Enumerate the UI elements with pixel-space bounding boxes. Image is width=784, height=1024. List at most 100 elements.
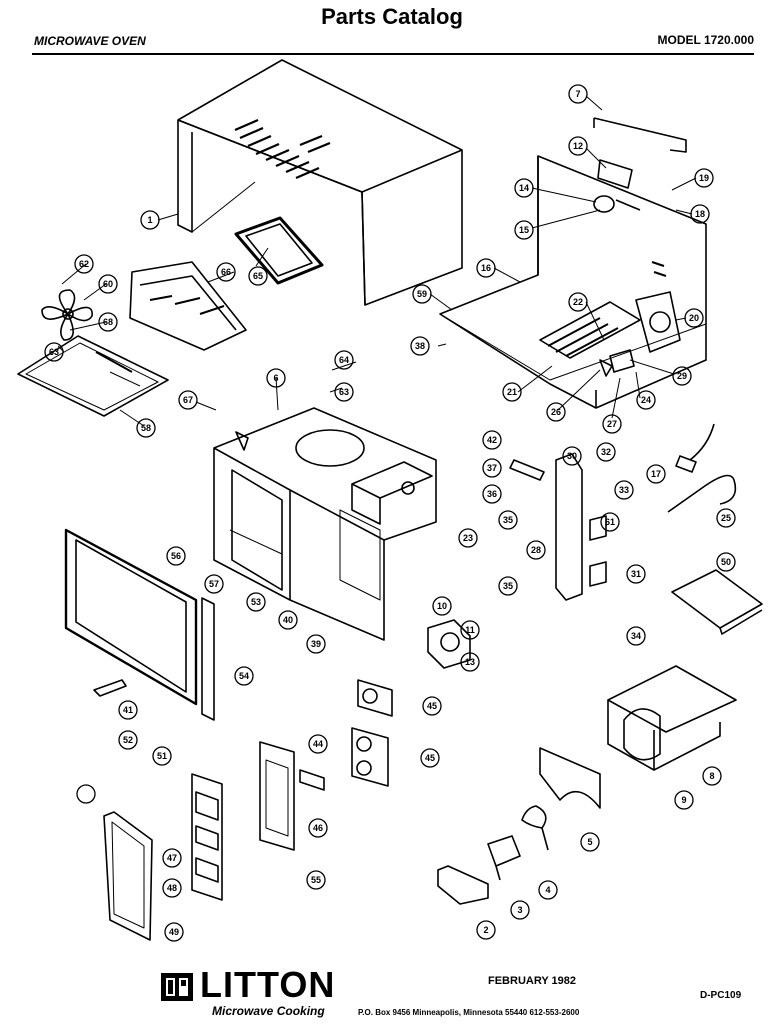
callout-number: 32: [601, 447, 611, 457]
callout-number: 56: [171, 551, 181, 561]
callout-number: 34: [631, 631, 641, 641]
callout-number: 46: [313, 823, 323, 833]
callout-number: 55: [311, 875, 321, 885]
callout-number: 47: [167, 853, 177, 863]
callout-number: 58: [141, 423, 151, 433]
callout-number: 16: [481, 263, 491, 273]
callout-number: 13: [465, 657, 475, 667]
callout-number: 62: [79, 259, 89, 269]
motor-bracket: [437, 865, 489, 905]
callout-number: 45: [425, 753, 435, 763]
oven-cavity: [213, 407, 437, 641]
callout-number: 1: [147, 215, 152, 225]
company-address: P.O. Box 9456 Minneapolis, Minnesota 554…: [358, 1008, 580, 1017]
callout-number: 12: [573, 141, 583, 151]
callout-number: 18: [695, 209, 705, 219]
model-number: MODEL 1720.000: [657, 33, 755, 47]
back-wall-assembly: [439, 155, 707, 409]
callout-number: 59: [417, 289, 427, 299]
callout-number: 9: [681, 795, 686, 805]
page-title: Parts Catalog: [321, 4, 463, 29]
callout-number: 45: [427, 701, 437, 711]
callout-number: 24: [641, 395, 651, 405]
callout-number: 65: [253, 271, 263, 281]
callout-number: 42: [487, 435, 497, 445]
callout-number: 66: [221, 267, 231, 277]
callout-number: 38: [415, 341, 425, 351]
callout-number: 35: [503, 515, 513, 525]
outer-cabinet: [177, 59, 463, 306]
product-type: MICROWAVE OVEN: [34, 34, 146, 48]
document-code: D-PC109: [700, 990, 742, 1001]
relay-lower: [351, 727, 389, 787]
callout-number: 37: [487, 463, 497, 473]
air-duct: [129, 261, 247, 351]
callout-number: 17: [651, 469, 661, 479]
interlock-bracket: [509, 453, 607, 601]
callout-number: 63: [339, 387, 349, 397]
callout-number: 5: [587, 837, 592, 847]
control-bracket: [259, 741, 325, 851]
door-latch: [93, 679, 127, 697]
callout-number: 7: [575, 89, 580, 99]
callout-number: 33: [619, 485, 629, 495]
callout-number: 14: [519, 183, 529, 193]
callout-number: 19: [699, 173, 709, 183]
callout-number: 30: [567, 451, 577, 461]
brand-tagline: Microwave Cooking: [212, 1004, 325, 1018]
callout-number: 51: [157, 751, 167, 761]
callout-number: 40: [283, 615, 293, 625]
callout-number: 6: [273, 373, 278, 383]
shield-plate: [539, 747, 601, 809]
callout-number: 53: [251, 597, 261, 607]
relay-upper: [357, 679, 393, 717]
callout-number: 20: [689, 313, 699, 323]
leader-lines: [57, 95, 697, 427]
callout-number: 10: [437, 601, 447, 611]
callout-number: 4: [545, 885, 550, 895]
bottom-plate: [17, 335, 169, 417]
callout-number: 31: [631, 569, 641, 579]
callout-number: 27: [607, 419, 617, 429]
callout-number: 67: [183, 395, 193, 405]
callout-number: 29: [677, 371, 687, 381]
callout-number: 54: [239, 671, 249, 681]
callout-number: 57: [209, 579, 219, 589]
callout-number: 48: [167, 883, 177, 893]
catalog-date: FEBRUARY 1982: [488, 975, 577, 987]
callout-number: 23: [463, 533, 473, 543]
callout-number: 64: [339, 355, 349, 365]
callout-number: 35: [503, 581, 513, 591]
litton-logo-icon: [161, 973, 193, 1001]
callout-number: 60: [103, 279, 113, 289]
callout-number: 61: [605, 517, 615, 527]
transformer: [427, 619, 471, 669]
blower-housing: [607, 665, 737, 771]
callout-number: 2: [483, 925, 488, 935]
stirrer-motor: [487, 835, 521, 881]
callout-number: 11: [465, 625, 475, 635]
callout-number: 41: [123, 705, 133, 715]
callout-number: 3: [517, 905, 522, 915]
top-bracket: [593, 117, 687, 153]
callout-number: 8: [709, 771, 714, 781]
control-board: [191, 773, 223, 901]
callout-number: 25: [721, 513, 731, 523]
callout-number: 26: [551, 407, 561, 417]
callout-number: 44: [313, 739, 323, 749]
callout-number: 15: [519, 225, 529, 235]
filter-cover: [671, 569, 763, 635]
callout-number: 39: [311, 639, 321, 649]
power-cord: [675, 423, 715, 473]
callout-number: 49: [169, 927, 179, 937]
door-hinge-strip: [201, 597, 215, 721]
control-panel-frame: [103, 811, 153, 941]
window-gasket: [234, 216, 324, 285]
callout-number: 28: [531, 545, 541, 555]
callout-number: 68: [103, 317, 113, 327]
probe-wire: [667, 474, 737, 513]
callout-markers: [44, 84, 736, 942]
callout-number: 22: [573, 297, 583, 307]
fan-blade: [41, 289, 93, 341]
